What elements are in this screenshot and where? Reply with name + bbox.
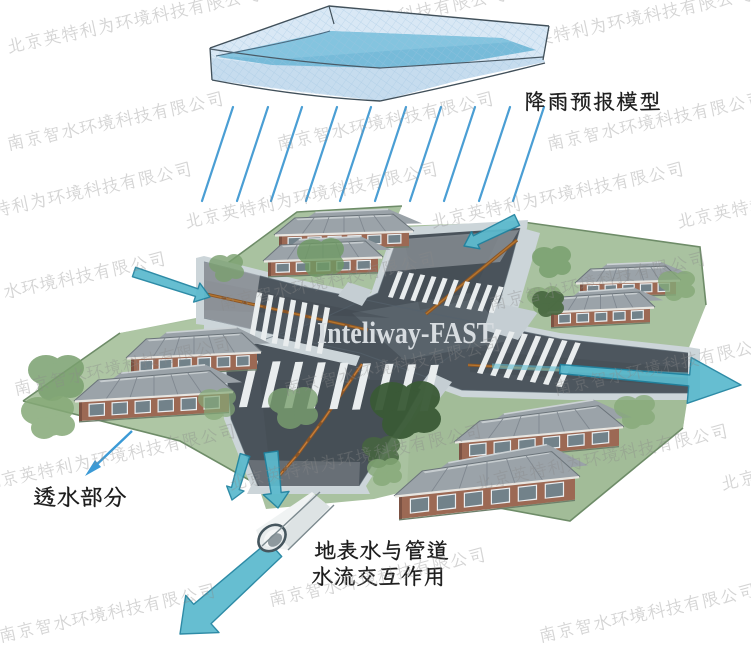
svg-text:Inteliway-FAST: Inteliway-FAST xyxy=(317,315,494,350)
